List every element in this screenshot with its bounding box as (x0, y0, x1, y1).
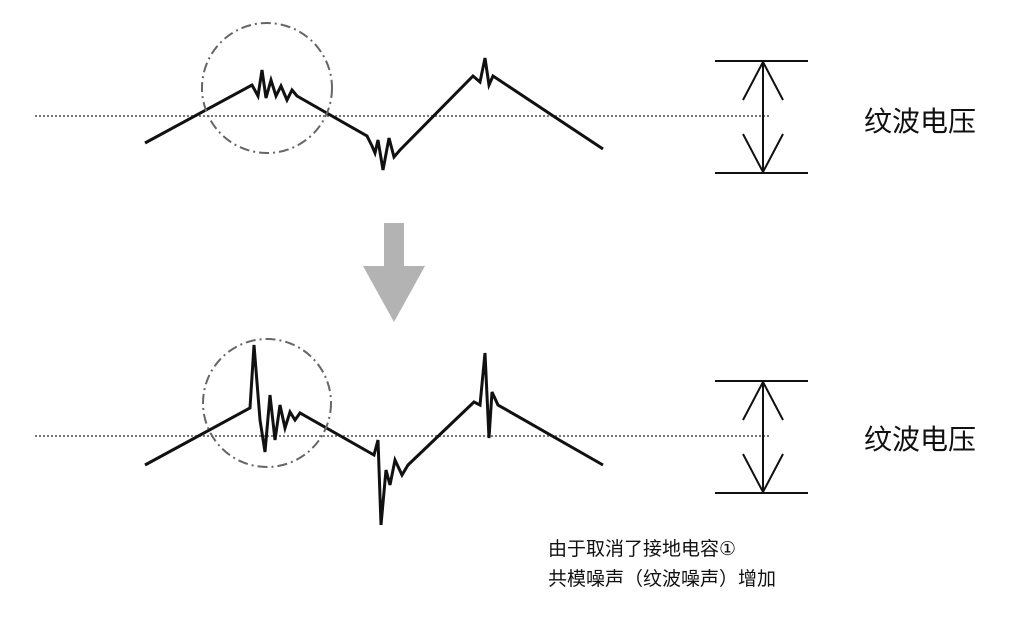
note-line-1: 由于取消了接地电容① (548, 538, 737, 560)
top-ripple-dimension (715, 59, 808, 175)
bottom-ripple-waveform (144, 344, 604, 526)
bottom-panel (35, 338, 808, 526)
bottom-ripple-dimension (715, 379, 808, 495)
top-panel (35, 22, 808, 175)
note-line-2: 共模噪声（纹波噪声）增加 (548, 568, 777, 590)
top-highlight-circle (201, 22, 333, 154)
top-ripple-waveform (144, 57, 604, 171)
top-ripple-voltage-label: 纹波电压 (864, 105, 977, 138)
bottom-highlight-circle (202, 338, 332, 468)
down-arrow-icon (363, 223, 425, 322)
bottom-ripple-voltage-label: 纹波电压 (864, 423, 977, 456)
note-block: 由于取消了接地电容① 共模噪声（纹波噪声）增加 (548, 534, 776, 594)
